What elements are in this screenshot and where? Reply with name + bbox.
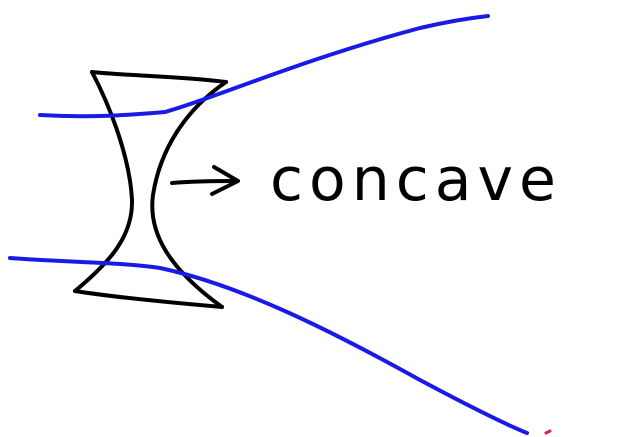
lens-left-curve	[73, 70, 135, 293]
ray-top	[38, 14, 490, 119]
concave-label: concave	[270, 145, 562, 215]
red-mark	[544, 429, 552, 435]
light-rays	[8, 14, 529, 435]
concave-lens	[73, 70, 228, 309]
arrow-shaft	[170, 179, 238, 185]
lens-bottom-edge	[73, 289, 224, 309]
ray-bottom	[8, 256, 529, 435]
arrow-head	[210, 165, 240, 196]
arrow	[170, 165, 240, 196]
lens-top-edge	[90, 70, 228, 84]
